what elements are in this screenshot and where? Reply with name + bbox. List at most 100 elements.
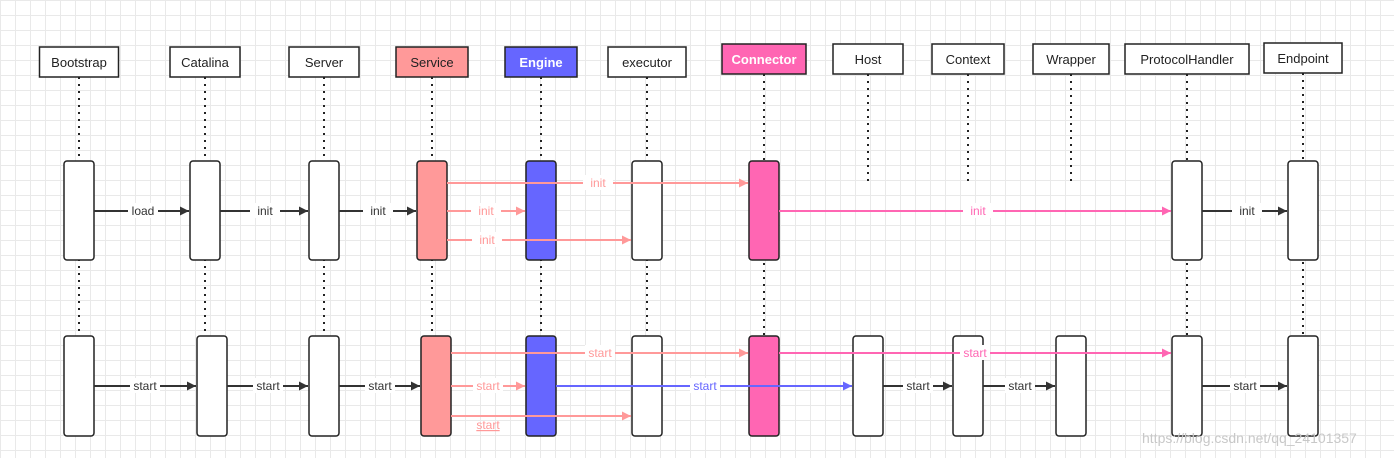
participant-host: Host [832,43,904,75]
message-start-engine-to-host: start [556,378,852,393]
message-label-bg [130,378,160,393]
participant-box-engine [504,46,578,78]
participant-service: Service [395,46,469,78]
message-label: init [590,176,606,190]
activation-start-endpoint [1287,335,1319,437]
participant-box-server [288,46,360,78]
activation-init-service [416,160,448,261]
participant-box-service [395,46,469,78]
message-init-service-to-connector: init [447,175,748,190]
message-init-server-to-service: init [339,203,416,218]
message-label: init [1239,204,1255,218]
participant-catalina: Catalina [169,46,241,78]
message-start-server-to-service: start [339,378,420,393]
participant-box-wrapper [1032,43,1110,75]
participant-engine: Engine [504,46,578,78]
message-start-connector-to-protocolhandler: start [779,345,1171,360]
activation-start-catalina [196,335,228,437]
participant-executor: executor [607,46,687,78]
participant-box-protocolhandler [1124,43,1250,75]
participant-endpoint: Endpoint [1263,42,1343,74]
participant-label-context: Context [946,52,991,67]
message-start-protocolhandler-to-endpoint: start [1202,378,1287,393]
participant-box-context [931,43,1005,75]
message-label: init [370,204,386,218]
message-start-service-to-engine: start [451,378,525,393]
message-label: load [132,204,155,218]
message-label: start [588,346,612,360]
participant-connector: Connector [721,43,807,75]
activation-start-service [420,335,452,437]
participant-context: Context [931,43,1005,75]
message-label: init [257,204,273,218]
message-label: init [478,204,494,218]
watermark: https://blog.csdn.net/qq_24101357 [1142,430,1357,446]
message-label: start [256,379,280,393]
participant-box-connector [721,43,807,75]
message-label-bg [1232,203,1262,218]
message-init-catalina-to-server: init [220,203,308,218]
message-label: start [476,379,500,393]
message-init-service-to-engine: init [447,203,525,218]
participant-box-catalina [169,46,241,78]
message-label: init [970,204,986,218]
message-label-bg [963,203,993,218]
activation-start-protocolhandler [1171,335,1203,437]
participant-headers: Bootstrap Catalina Server Service Engine exec… [38,42,1343,78]
message-label: init [479,233,495,247]
participant-protocolhandler: ProtocolHandler [1124,43,1250,75]
activation-init-catalina [189,160,221,261]
activation-init-executor [631,160,663,261]
message-start-catalina-to-server: start [227,378,308,393]
message-init-service-to-executor: init [447,232,631,247]
message-label-bg [363,203,393,218]
message-init-protocolhandler-to-endpoint: init [1202,203,1287,218]
activation-init-endpoint [1287,160,1319,261]
participant-label-catalina: Catalina [181,55,229,70]
activation-init-protocolhandler [1171,160,1203,261]
activation-start-wrapper [1055,335,1087,437]
participant-label-endpoint: Endpoint [1277,51,1329,66]
participant-label-host: Host [855,52,882,67]
participant-label-service: Service [410,55,453,70]
message-start-host-to-context: start [883,378,952,393]
participant-label-connector: Connector [732,52,797,67]
activation-bars [63,160,1319,437]
message-label-bg [250,203,280,218]
message-label: start [1233,379,1257,393]
activation-start-engine [525,335,557,437]
activation-start-server [308,335,340,437]
participant-server: Server [288,46,360,78]
message-label: start [1008,379,1032,393]
message-start-service-to-executor: start [451,411,631,432]
message-label: start [368,379,392,393]
message-start-bootstrap-to-catalina: start [94,378,196,393]
message-label-bg [253,378,283,393]
participant-label-executor: executor [622,55,673,70]
participant-box-executor [607,46,687,78]
message-init-connector-to-protocolhandler: init [779,203,1171,218]
message-label-bg [585,345,615,360]
message-label-bg [471,203,501,218]
participant-label-protocolhandler: ProtocolHandler [1140,52,1234,67]
message-label-bg [128,203,158,218]
message-label-bg [1005,378,1035,393]
activation-start-host [852,335,884,437]
participant-label-server: Server [305,55,344,70]
participant-box-endpoint [1263,42,1343,74]
activation-init-server [308,160,340,261]
participant-label-wrapper: Wrapper [1046,52,1096,67]
activation-init-connector [748,160,780,261]
message-start-context-to-wrapper: start [983,378,1055,393]
messages: load init init init init init init init start sta… [94,175,1287,432]
message-label-bg [903,378,933,393]
participant-box-host [832,43,904,75]
activation-start-bootstrap [63,335,95,437]
message-label: start [693,379,717,393]
message-label-bg [690,378,720,393]
message-label: start [963,346,987,360]
message-label-bg [960,345,990,360]
participant-label-engine: Engine [519,55,562,70]
participant-label-bootstrap: Bootstrap [51,55,107,70]
